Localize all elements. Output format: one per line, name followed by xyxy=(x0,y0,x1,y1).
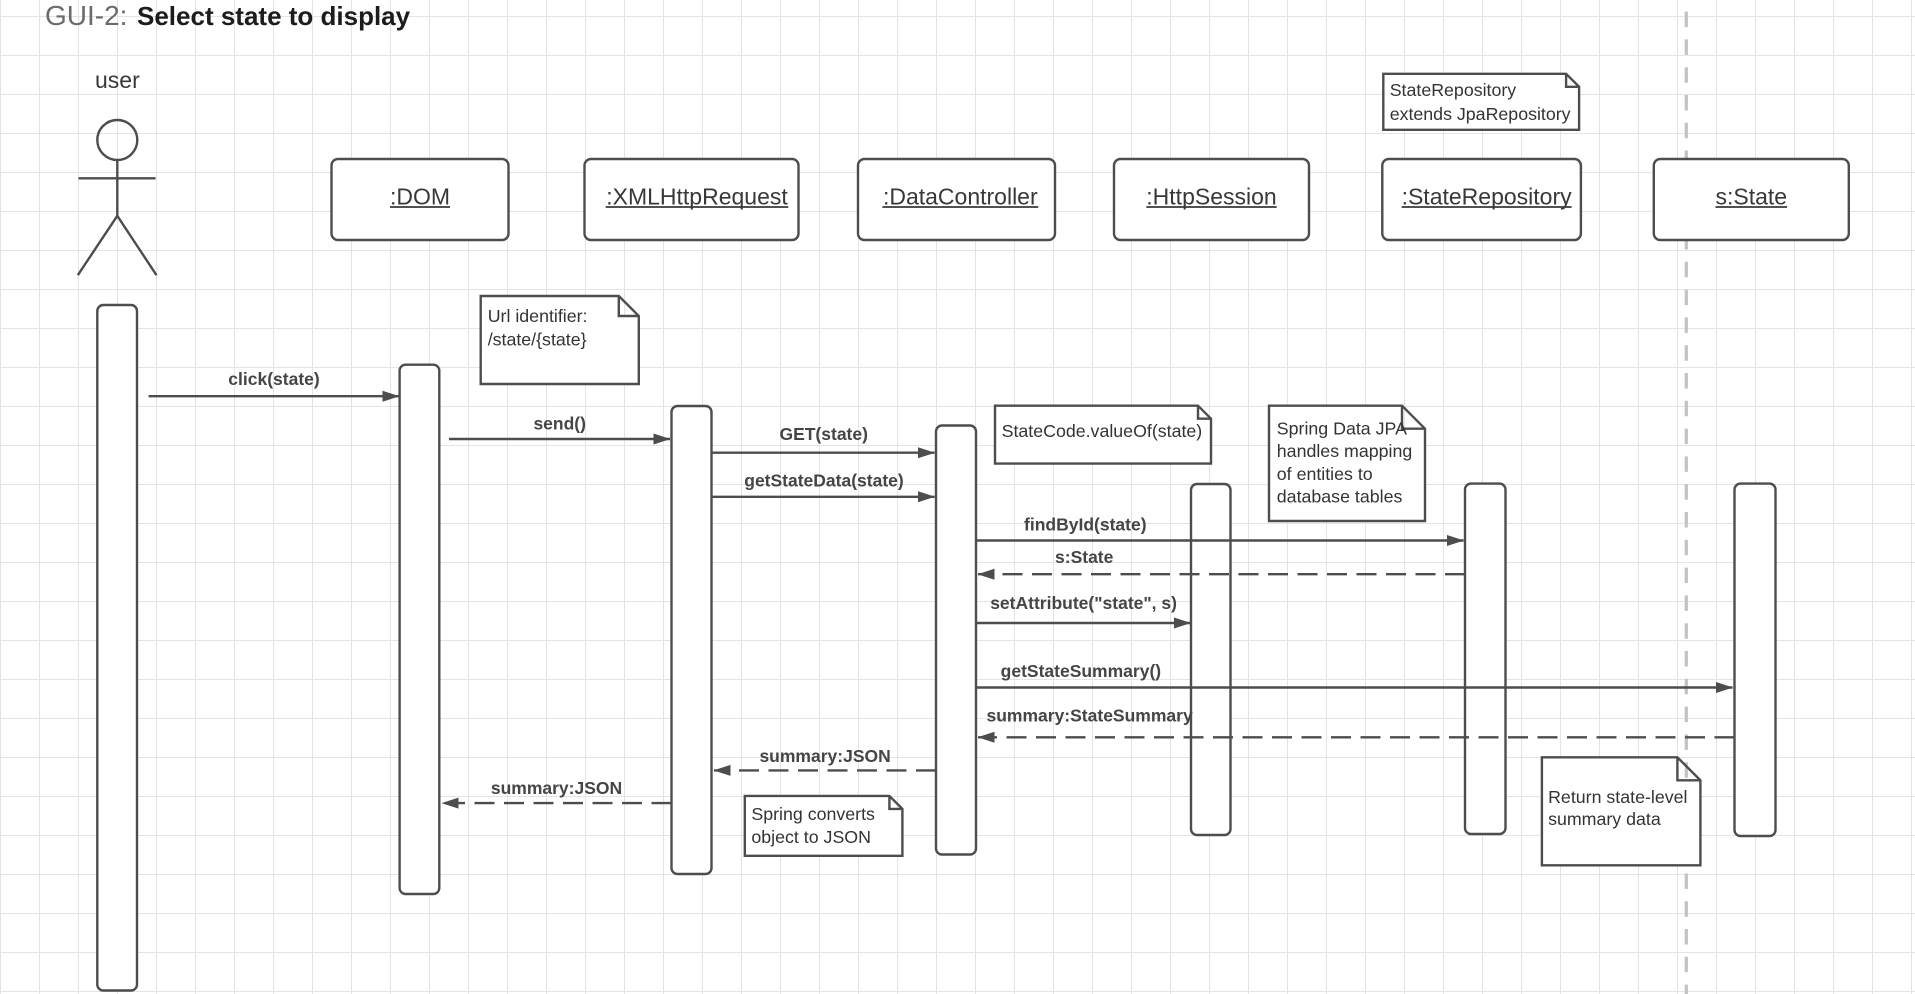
svg-text:summary data: summary data xyxy=(1548,809,1661,829)
svg-text:StateCode.valueOf(state): StateCode.valueOf(state) xyxy=(1002,421,1203,441)
svg-text:object to JSON: object to JSON xyxy=(751,827,871,847)
svg-text:Spring converts: Spring converts xyxy=(751,804,875,824)
svg-text:GET(state): GET(state) xyxy=(779,424,867,444)
svg-text:s:State: s:State xyxy=(1055,547,1114,567)
svg-text:handles mapping: handles mapping xyxy=(1277,441,1412,461)
svg-text:Select state to display: Select state to display xyxy=(137,1,411,31)
svg-text:summary:StateSummary: summary:StateSummary xyxy=(986,706,1192,726)
svg-text::HttpSession: :HttpSession xyxy=(1146,183,1276,209)
svg-text:Url identifier:: Url identifier: xyxy=(488,306,588,326)
svg-text:GUI-2:: GUI-2: xyxy=(45,0,127,31)
svg-text:of entities to: of entities to xyxy=(1277,464,1373,484)
svg-text:summary:JSON: summary:JSON xyxy=(759,746,890,766)
svg-text:getStateSummary(): getStateSummary() xyxy=(1001,661,1161,681)
svg-text:/state/{state}: /state/{state} xyxy=(488,330,587,350)
svg-text:setAttribute("state", s): setAttribute("state", s) xyxy=(990,593,1177,613)
svg-text:StateRepository: StateRepository xyxy=(1390,80,1517,100)
svg-text:s:State: s:State xyxy=(1715,183,1787,209)
svg-text:user: user xyxy=(95,67,140,93)
svg-text::DOM: :DOM xyxy=(390,183,450,209)
svg-text:click(state): click(state) xyxy=(228,369,319,389)
svg-text:getStateData(state): getStateData(state) xyxy=(744,470,903,490)
svg-text:Spring Data JPA: Spring Data JPA xyxy=(1277,419,1407,439)
svg-text::StateRepository: :StateRepository xyxy=(1402,183,1573,209)
svg-text:extends JpaRepository: extends JpaRepository xyxy=(1390,104,1571,124)
svg-text:findById(state): findById(state) xyxy=(1024,514,1147,534)
svg-text:Return state-level: Return state-level xyxy=(1548,787,1687,807)
svg-text:summary:JSON: summary:JSON xyxy=(491,778,622,798)
svg-text::XMLHttpRequest: :XMLHttpRequest xyxy=(606,183,788,209)
svg-text:database tables: database tables xyxy=(1277,487,1403,507)
svg-text:send(): send() xyxy=(533,413,586,433)
svg-text::DataController: :DataController xyxy=(883,183,1038,209)
